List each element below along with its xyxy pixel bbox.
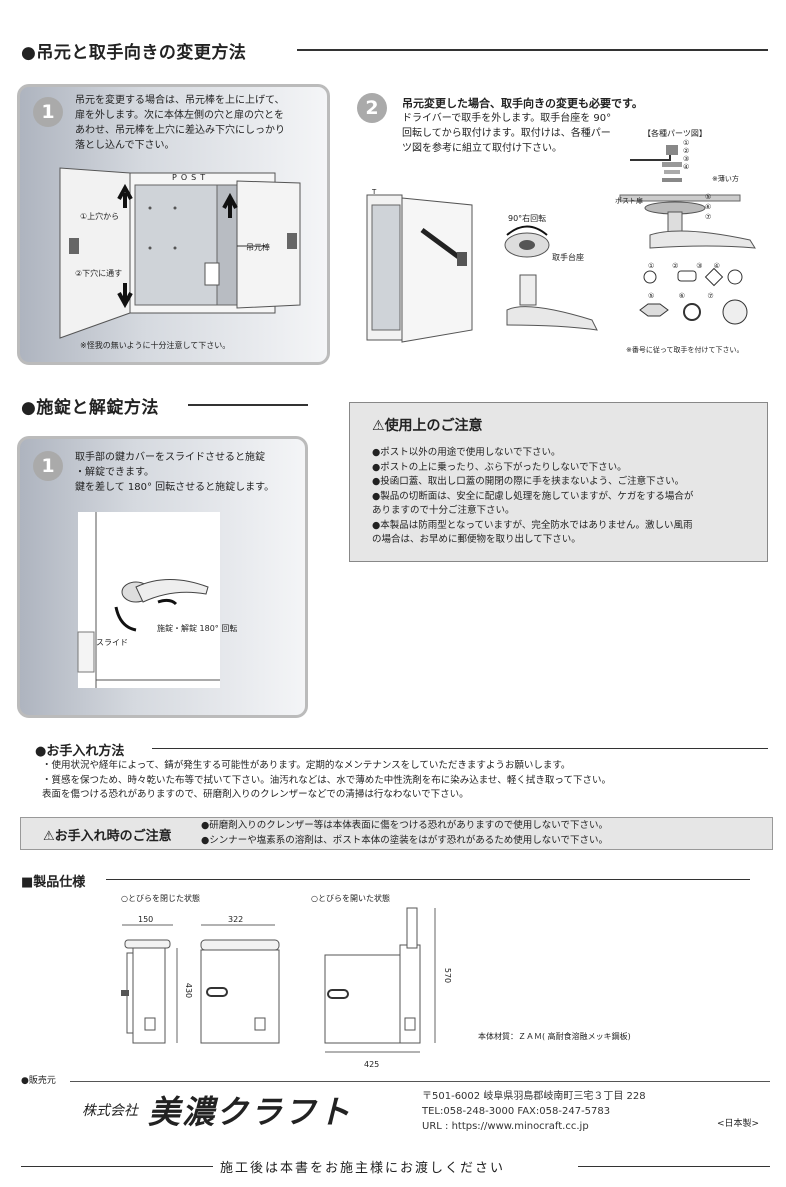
slide-label: スライド: [96, 638, 128, 647]
warning-icon: ⚠: [43, 829, 55, 844]
dim-height: 430: [184, 982, 194, 999]
rotate-label: 90°右回転: [508, 214, 547, 223]
usage-caution-box: ⚠使用上のご注意 ●ポスト以外の用途で使用しないで下さい。 ●ポストの上に乗った…: [349, 402, 768, 562]
part-labels-top: ① ② ③ ④: [683, 139, 690, 171]
part-labels-bottom: ⑤ ⑥ ⑦: [705, 193, 712, 221]
usage-caution-list: ●ポスト以外の用途で使用しないで下さい。 ●ポストの上に乗ったり、ぶら下がったり…: [372, 447, 694, 545]
parts-exploded-diagram: [619, 145, 756, 325]
company-prefix: 株式会社: [82, 1103, 138, 1119]
made-in-japan: <日本製>: [717, 1119, 760, 1129]
care-text: ・使用状況や経年によって、錆が発生する可能性があります。定期的なメンテナンスをし…: [42, 760, 611, 800]
lock-illustration: [77, 512, 220, 688]
part-row2-labels: ⑤ ⑥ ⑦: [648, 292, 714, 300]
care-caution-box: ⚠お手入れ時のご注意 ●研磨剤入りのクレンザー等は本体表面に傷をつける恐れがあり…: [20, 817, 773, 850]
usage-caution-title: ⚠使用上のご注意: [372, 418, 483, 434]
seller-label: ●販売元: [21, 1076, 56, 1086]
footer-rule-right: [578, 1166, 770, 1167]
parts-diagram-title: 【各種パーツ図】: [643, 129, 707, 138]
section2-rule: [188, 404, 308, 406]
footer-message: 施工後は本書をお施主様にお渡しください: [220, 1161, 506, 1176]
step1-number: 1: [33, 97, 63, 127]
lock-rotate-label: 施錠・解錠 180° 回転: [157, 624, 238, 633]
spec-title: ■製品仕様: [21, 875, 86, 890]
care-caution-title: ⚠お手入れ時のご注意: [43, 829, 172, 844]
material-spec: 本体材質：ＺＡＭ( 高耐食溶融メッキ鋼板): [478, 1032, 631, 1041]
footer-rule-left: [21, 1166, 213, 1167]
section1-rule: [297, 49, 768, 51]
company-contact: 〒501-6002 岐阜県羽島郡岐南町三宅３丁目 228 TEL:058-248…: [422, 1091, 646, 1132]
open-state-label: ○とびらを開いた状態: [311, 894, 390, 903]
dim-open-width: 425: [364, 1060, 380, 1069]
step1-note: ※怪我の無いように十分注意して下さい。: [80, 341, 231, 350]
section2-title: ●施錠と解錠方法: [21, 398, 159, 418]
lock-step-text: 取手部の鍵カバーをスライドさせると施錠 ・解錠できます。 鍵を差して 180° …: [75, 452, 275, 493]
section1-title: ●吊元と取手向きの変更方法: [21, 43, 247, 63]
spec-dimension-drawings: [121, 907, 436, 1053]
label-hinge-rod: 吊元棒: [246, 243, 270, 252]
spec-rule: [106, 879, 750, 880]
label-lower-hole: ②下穴に通す: [75, 269, 123, 278]
step2-number: 2: [357, 93, 387, 123]
dim-width: 322: [228, 915, 244, 924]
part-row1-labels: ① ② ③ ④: [648, 262, 720, 270]
company-logo: 美濃クラフト: [148, 1093, 353, 1131]
step2-text: ドライバーで取手を外します。取手台座を 90° 回転してから取付けます。取付けは…: [402, 113, 612, 154]
lock-step-number: 1: [33, 451, 63, 481]
step2-heading: 吊元変更した場合、取手向きの変更も必要です。: [402, 97, 643, 110]
closed-state-label: ○とびらを閉じた状態: [121, 894, 200, 903]
label-upper-hole: ①上穴から: [80, 212, 120, 221]
care-title: ●お手入れ方法: [35, 744, 125, 759]
dim-depth: 150: [138, 915, 154, 924]
post-label: POST: [172, 173, 210, 182]
step1-text: 吊元を変更する場合は、吊元棒を上に上げて、 扉を外します。次に本体左側の穴と扉の…: [75, 95, 285, 151]
warning-icon: ⚠: [372, 418, 385, 434]
seller-rule: [70, 1081, 770, 1082]
step2-note: ※番号に従って取手を付けて下さい。: [626, 346, 744, 354]
dim-open-height: 570: [443, 967, 453, 984]
post-door-label: ポスト扉: [615, 197, 643, 205]
base-label: 取手台座: [552, 253, 584, 262]
post-open-door-illustration: [59, 167, 301, 339]
thin-side-label: ※薄い方: [712, 175, 739, 183]
handle-change-illustration: [366, 194, 598, 343]
care-caution-list: ●研磨剤入りのクレンザー等は本体表面に傷をつける恐れがありますので使用しないで下…: [201, 820, 609, 846]
care-rule: [152, 748, 768, 749]
t-label: T: [372, 188, 377, 196]
